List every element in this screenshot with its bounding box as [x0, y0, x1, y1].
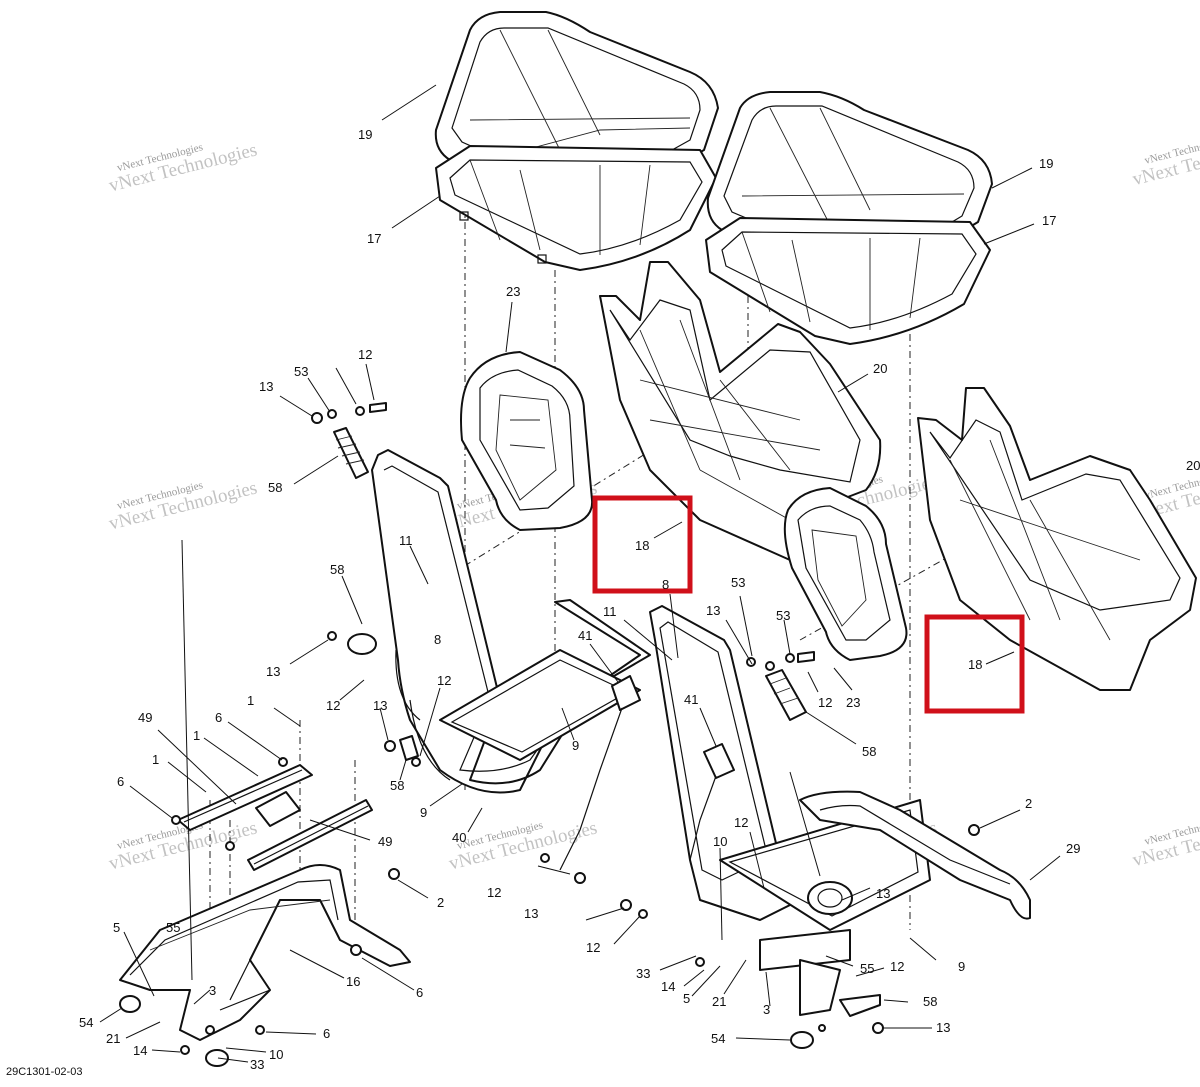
callout-12: 12: [818, 695, 832, 710]
seat-cushion-left: [434, 11, 719, 271]
callout-3: 3: [209, 983, 216, 998]
callout-13: 13: [373, 698, 387, 713]
callout-2: 2: [1025, 796, 1032, 811]
callout-41: 41: [578, 628, 592, 643]
callout-6: 6: [416, 985, 423, 1000]
callout-9: 9: [572, 738, 579, 753]
callout-21: 21: [712, 994, 726, 1009]
lower-frame-29: [759, 790, 1031, 1016]
callout-14: 14: [661, 979, 675, 994]
callout-16: 16: [346, 974, 360, 989]
callout-49: 49: [138, 710, 152, 725]
seat-frame-lower-left: [119, 864, 411, 1041]
highlight-box-18-right: [924, 614, 1025, 714]
callout-53: 53: [776, 608, 790, 623]
leader-lines: [99, 84, 1061, 1063]
callout-9: 9: [958, 959, 965, 974]
callout-58: 58: [862, 744, 876, 759]
callout-23: 23: [846, 695, 860, 710]
callout-8: 8: [434, 632, 441, 647]
callout-58: 58: [330, 562, 344, 577]
callout-21: 21: [106, 1031, 120, 1046]
callout-13: 13: [936, 1020, 950, 1035]
callout-19: 19: [1039, 156, 1053, 171]
callout-6: 6: [323, 1026, 330, 1041]
callout-58: 58: [390, 778, 404, 793]
callout-29: 29: [1066, 841, 1080, 856]
spring-bumpers-58: [333, 427, 807, 721]
callout-49: 49: [378, 834, 392, 849]
highlight-box-18-left: [592, 495, 693, 594]
callout-12: 12: [437, 673, 451, 688]
callout-33: 33: [636, 966, 650, 981]
callout-11: 11: [603, 604, 617, 619]
callout-58: 58: [268, 480, 282, 495]
callout-55: 55: [860, 961, 874, 976]
backrest-pad-left: [460, 351, 594, 531]
callout-13: 13: [259, 379, 273, 394]
callout-41: 41: [684, 692, 698, 707]
callout-13: 13: [706, 603, 720, 618]
callout-12: 12: [586, 940, 600, 955]
seatbelt-retractors: [347, 633, 853, 915]
callout-53: 53: [731, 575, 745, 590]
callout-13: 13: [524, 906, 538, 921]
seat-shell-right: [917, 387, 1197, 691]
fasteners: [119, 402, 980, 1067]
callout-12: 12: [890, 959, 904, 974]
callout-12: 12: [326, 698, 340, 713]
callout-18: 18: [635, 538, 649, 553]
callout-18: 18: [968, 657, 982, 672]
diagram-id: 29C1301-02-03: [6, 1066, 83, 1078]
callout-10: 10: [713, 834, 727, 849]
callout-1: 1: [152, 752, 159, 767]
seat-cushion-right: [705, 91, 993, 345]
callout-20: 20: [1186, 458, 1200, 473]
callout-8: 8: [662, 577, 669, 592]
callout-labels: 19 17 19 17 23 20 20 53 12 13 58 11 58 8…: [79, 127, 1200, 1072]
callout-3: 3: [763, 1002, 770, 1017]
watermark-large: vNext Technologies: [1130, 814, 1200, 871]
callout-20: 20: [873, 361, 887, 376]
callout-6: 6: [215, 710, 222, 725]
callout-11: 11: [399, 533, 413, 548]
callout-23: 23: [506, 284, 520, 299]
callout-13: 13: [876, 886, 890, 901]
callout-6: 6: [117, 774, 124, 789]
callout-54: 54: [79, 1015, 93, 1030]
callout-54: 54: [711, 1031, 725, 1046]
callout-17: 17: [367, 231, 381, 246]
callout-58: 58: [923, 994, 937, 1009]
callout-9: 9: [420, 805, 427, 820]
callout-53: 53: [294, 364, 308, 379]
callout-33: 33: [250, 1057, 264, 1072]
callout-13: 13: [266, 664, 280, 679]
callout-12: 12: [487, 885, 501, 900]
callout-10: 10: [269, 1047, 283, 1062]
callout-55: 55: [166, 920, 180, 935]
callout-1: 1: [247, 693, 254, 708]
callout-12: 12: [358, 347, 372, 362]
callout-5: 5: [113, 920, 120, 935]
callout-12: 12: [734, 815, 748, 830]
callout-40: 40: [452, 830, 466, 845]
seat-rails-49: [177, 764, 373, 871]
callout-5: 5: [683, 991, 690, 1006]
backrest-pad-right: [783, 487, 908, 661]
callout-14: 14: [133, 1043, 147, 1058]
callout-2: 2: [437, 895, 444, 910]
callout-17: 17: [1042, 213, 1056, 228]
watermark-large: vNext Technologies: [1130, 133, 1200, 190]
seat-base-frame-40: [371, 449, 651, 794]
callout-19: 19: [358, 127, 372, 142]
callout-1: 1: [193, 728, 200, 743]
